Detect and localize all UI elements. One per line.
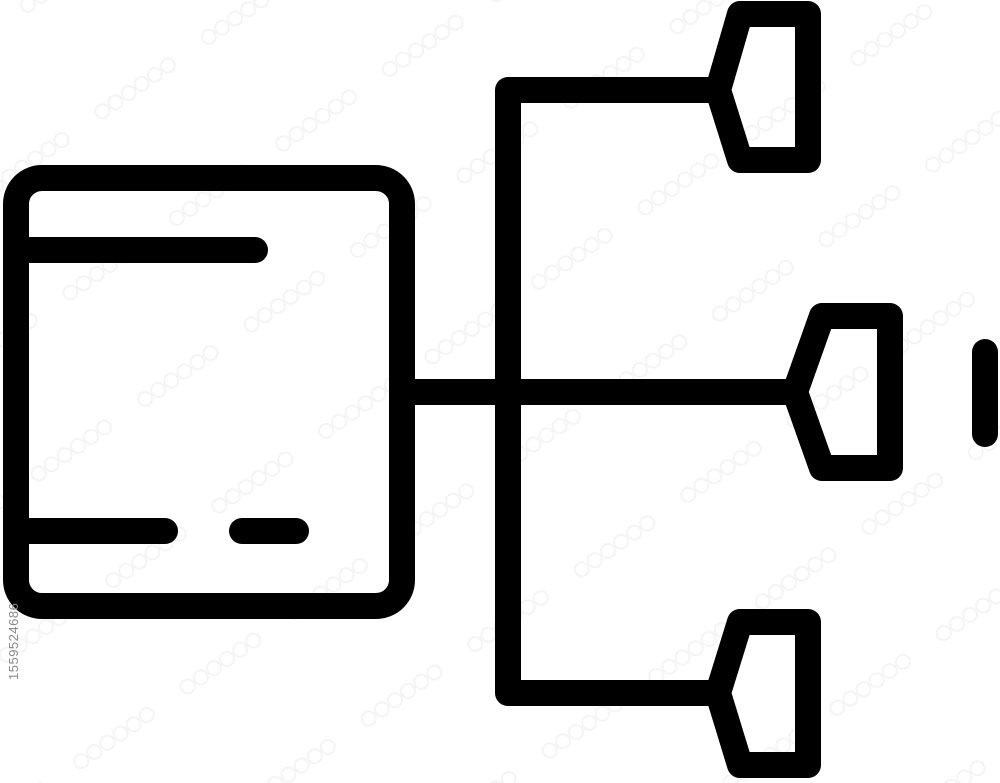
top-node-shape xyxy=(705,1,821,173)
middle-node-shape xyxy=(782,303,903,481)
bottom-node-shape xyxy=(705,609,821,778)
stock-id-watermark: 1559524686 xyxy=(6,602,21,681)
